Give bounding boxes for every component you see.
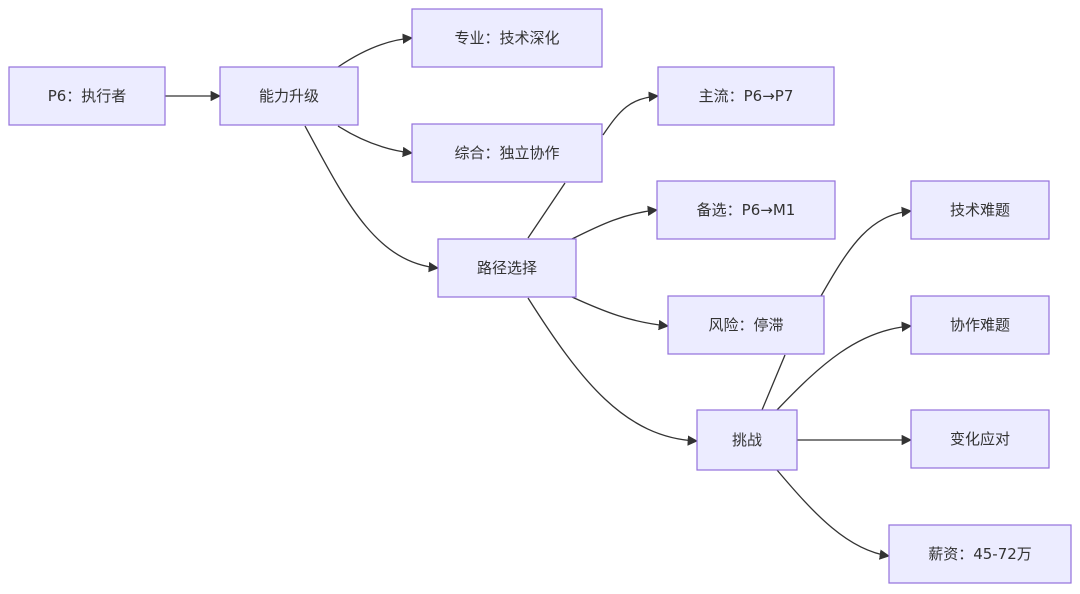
- node-label: 能力升级: [259, 87, 319, 105]
- node-label: 风险：停滞: [708, 316, 783, 334]
- node-specialist: 专业：技术深化: [411, 8, 603, 68]
- edge-upgrade-to-path: [304, 125, 440, 273]
- edge-challenge-to-salary: [776, 469, 891, 560]
- edges: [165, 33, 913, 560]
- node-label: 专业：技术深化: [454, 29, 559, 47]
- node-label: 综合：独立协作: [454, 144, 559, 162]
- node-label: 挑战: [732, 431, 762, 449]
- node-comprehensive: 综合：独立协作: [411, 123, 603, 183]
- edge-risk-to-tech-problem-arrow: [820, 206, 913, 297]
- node-mainstream: 主流：P6→P7: [657, 66, 835, 126]
- edge-upgrade-to-comprehensive: [337, 125, 414, 158]
- edge-risk-to-tech-problem: [761, 354, 786, 411]
- node-collab-problem: 协作难题: [910, 295, 1050, 355]
- edge-path-to-risk: [571, 296, 670, 331]
- edge-challenge-to-collab-problem: [776, 321, 913, 411]
- node-p6-executor: P6：执行者: [8, 66, 166, 126]
- node-label: 薪资：45-72万: [928, 545, 1032, 563]
- edge-comprehensive-to-mainstream: [527, 182, 566, 239]
- node-label: 变化应对: [950, 430, 1010, 448]
- node-capability-upgrade: 能力升级: [219, 66, 359, 126]
- node-label: P6：执行者: [48, 87, 127, 105]
- edge-path-to-alternative: [571, 205, 659, 240]
- node-alternative: 备选：P6→M1: [656, 180, 836, 240]
- node-label: 路径选择: [477, 259, 537, 277]
- node-tech-problem: 技术难题: [910, 180, 1050, 240]
- node-path-selection: 路径选择: [437, 238, 577, 298]
- edge-comprehensive-to-mainstream-arrow: [602, 91, 660, 136]
- node-label: 备选：P6→M1: [697, 201, 796, 219]
- node-label: 主流：P6→P7: [699, 87, 794, 105]
- node-change-response: 变化应对: [910, 409, 1050, 469]
- node-risk-stagnation: 风险：停滞: [667, 295, 825, 355]
- node-label: 技术难题: [950, 201, 1010, 219]
- node-label: 协作难题: [950, 316, 1010, 334]
- edge-upgrade-to-specialist: [337, 33, 414, 68]
- node-salary: 薪资：45-72万: [888, 524, 1072, 584]
- edge-path-to-challenge: [527, 297, 699, 446]
- node-challenge: 挑战: [696, 409, 798, 471]
